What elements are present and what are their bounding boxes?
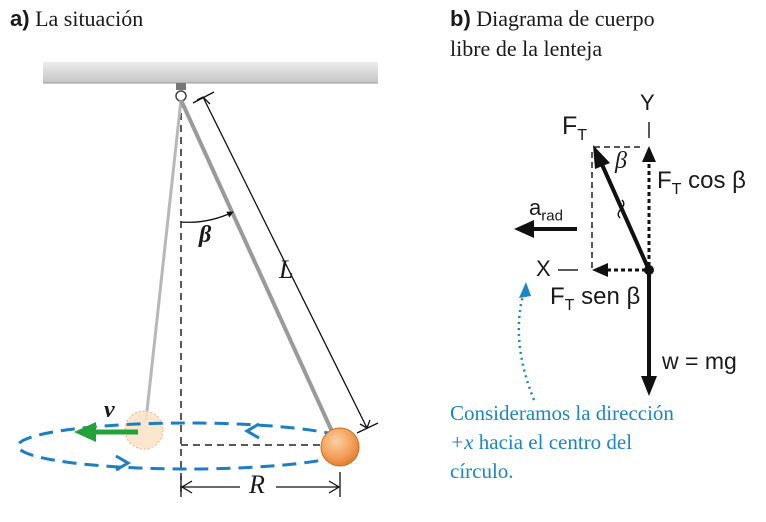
- horizontal-component-label: FT sen β: [550, 283, 641, 314]
- angle-label-beta: β: [199, 222, 212, 248]
- x-axis-label: X: [536, 256, 551, 281]
- vertical-component-label: FT cos β: [657, 167, 746, 198]
- y-axis-label: Y: [640, 90, 655, 115]
- ghost-string: [144, 99, 183, 421]
- weight-label: w = mg: [662, 348, 737, 374]
- panel-a-title: a) La situación: [10, 6, 144, 31]
- pendulum-string: [179, 99, 337, 439]
- orbit-arrow-top: [244, 422, 260, 440]
- pivot-hook: [175, 83, 187, 102]
- tension-label: FT: [562, 112, 588, 144]
- radius-label: R: [249, 470, 265, 499]
- tension-arrowhead: [593, 145, 610, 169]
- fbd-angle-label: β: [615, 148, 627, 174]
- velocity-arrowhead: [74, 422, 96, 442]
- tension-vector: [598, 159, 651, 271]
- length-dimension: [202, 96, 368, 429]
- ghost-bob: [124, 410, 164, 450]
- circular-path: [16, 421, 360, 471]
- orbit-arrow-bottom: [115, 454, 131, 472]
- note-variable: +x: [450, 430, 474, 454]
- panel-b-letter: b): [450, 6, 471, 31]
- panel-a-letter: a): [10, 6, 30, 31]
- note-pointer: [517, 291, 536, 401]
- pendulum-bob: [320, 427, 360, 467]
- ceiling: [43, 62, 378, 83]
- angle-arc-beta: [180, 211, 234, 223]
- length-label: L: [279, 255, 294, 284]
- bob-point: [644, 265, 654, 275]
- acceleration-label: arad: [529, 195, 563, 225]
- weight-arrowhead: [641, 376, 657, 396]
- direction-note: Consideramos la dirección +x hacia el ce…: [450, 401, 674, 483]
- fbd-angle-arc: [617, 199, 625, 219]
- panel-b-title: b) Diagrama de cuerpo libre de la lentej…: [450, 6, 655, 61]
- velocity-label: v: [104, 397, 115, 423]
